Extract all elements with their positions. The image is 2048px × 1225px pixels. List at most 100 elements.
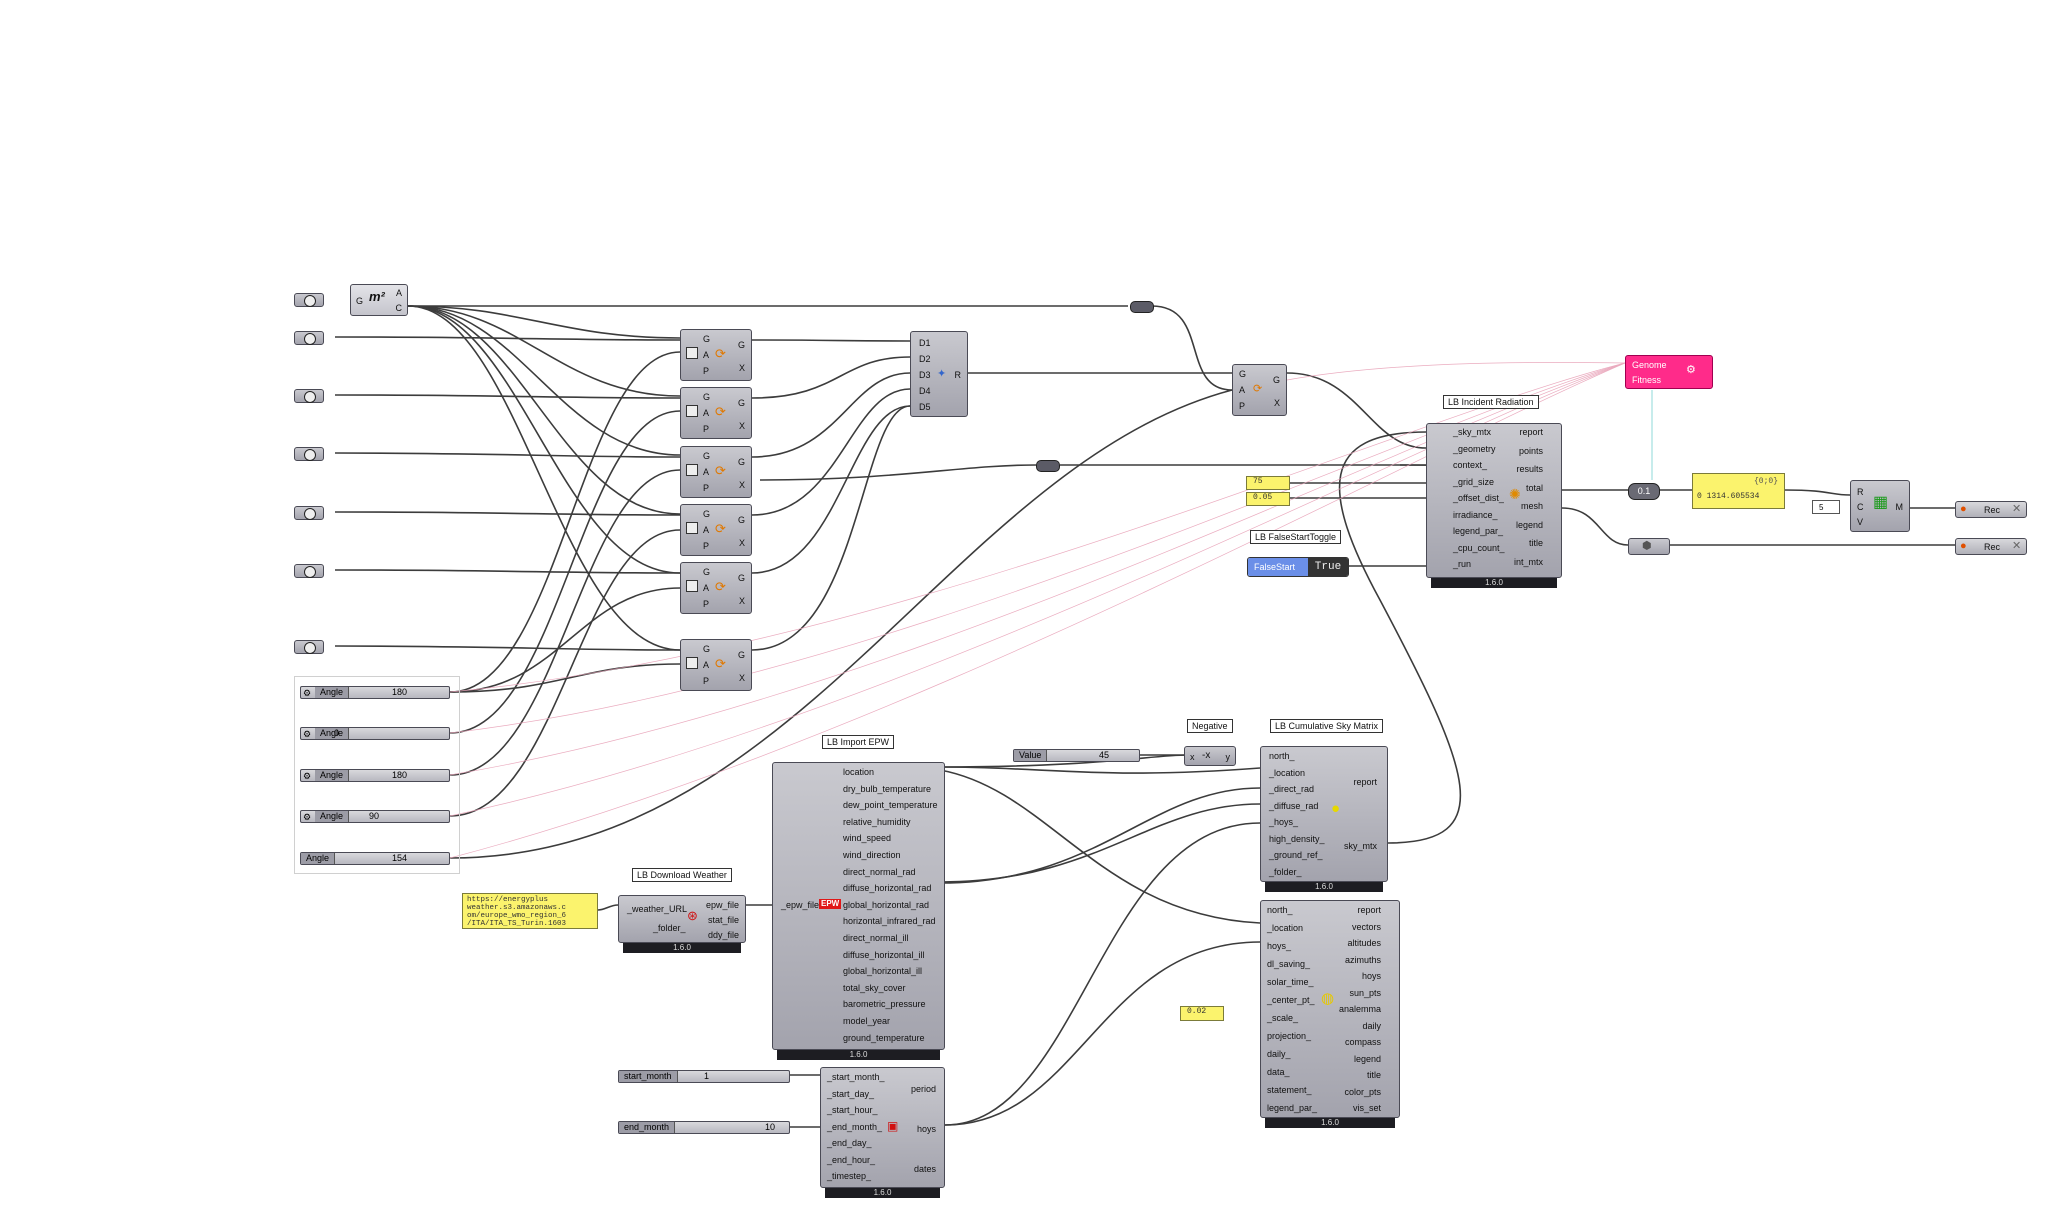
output-port: compass xyxy=(1344,1037,1381,1047)
merge-component[interactable]: D1 D2 D3 D4 D5 ✦ R xyxy=(910,331,968,417)
relay-node[interactable] xyxy=(1036,460,1060,472)
record-component[interactable]: ● Rec ✕ xyxy=(1955,538,2027,555)
count-panel[interactable]: 5 xyxy=(1812,500,1840,514)
false-start-toggle[interactable]: FalseStart True xyxy=(1247,557,1349,577)
area-component[interactable]: G m² A C xyxy=(350,284,408,316)
mesh-grid-component[interactable]: R C V ▦ M xyxy=(1850,480,1910,532)
scale-panel[interactable]: 0.02 xyxy=(1180,1006,1224,1021)
input-port: dl_saving_ xyxy=(1267,959,1311,969)
negative-component[interactable]: x -x y xyxy=(1184,746,1236,766)
rotate-input: P xyxy=(703,541,710,551)
brep-icon xyxy=(301,639,319,657)
close-icon[interactable]: ✕ xyxy=(2012,540,2022,552)
galapagos-component[interactable]: Genome Fitness ⚙ xyxy=(1625,355,1713,389)
rotate-output-g: G xyxy=(1272,375,1280,385)
output-port: color_pts xyxy=(1344,1086,1381,1097)
rotate-output-g: G xyxy=(737,650,745,660)
value-slider[interactable]: Value 45 xyxy=(1013,749,1140,762)
epw-icon: EPW xyxy=(819,899,842,909)
input-port: north_ xyxy=(1267,905,1293,915)
dw-input: _folder_ xyxy=(653,923,686,933)
rotate-output-g: G xyxy=(737,515,745,525)
input-port: dew_point_temperature xyxy=(843,800,938,811)
input-port: global_horizontal_rad xyxy=(843,899,930,910)
download-weather-component[interactable]: _weather_URL _folder_ ⊛ epw_file stat_fi… xyxy=(618,895,746,953)
output-port: daily xyxy=(1362,1020,1381,1031)
sky-matrix-component[interactable]: north__location_direct_rad_diffuse_rad_h… xyxy=(1260,746,1388,892)
rotate-output-x: X xyxy=(1273,398,1280,408)
dw-output: stat_file xyxy=(707,915,739,925)
offset-panel[interactable]: 0.05 xyxy=(1246,492,1290,506)
input-port: location xyxy=(843,767,875,777)
output-port: vis_set xyxy=(1352,1103,1381,1113)
negative-output: y xyxy=(1225,752,1231,762)
number-param[interactable]: 0.1 xyxy=(1628,483,1660,500)
input-port: statement_ xyxy=(1267,1085,1312,1095)
merge-input: D1 xyxy=(919,338,931,348)
brep-icon xyxy=(301,330,319,348)
rotate-output-g: G xyxy=(737,573,745,583)
brep-param[interactable] xyxy=(294,505,324,523)
rotate-input: A xyxy=(703,408,710,418)
mesh-input-v: V xyxy=(1857,517,1864,527)
input-port: projection_ xyxy=(1267,1031,1312,1041)
relay-node[interactable] xyxy=(1130,301,1154,313)
brep-param[interactable] xyxy=(294,388,324,406)
number-panel[interactable]: {0;0} 0 1314.605534 xyxy=(1692,473,1785,509)
record-component[interactable]: ● Rec ✕ xyxy=(1955,501,2027,518)
output-port: int_mtx xyxy=(1513,556,1543,567)
geometry-param[interactable]: ⬢ xyxy=(1628,538,1670,555)
input-port: _timestep_ xyxy=(827,1171,872,1181)
start-month-slider[interactable]: start_month 1 xyxy=(618,1070,790,1083)
gear-icon: ⚙ xyxy=(303,688,312,698)
checkbox-icon xyxy=(686,405,698,417)
record-icon: ● xyxy=(1960,540,1967,552)
area-input-g: G xyxy=(356,296,364,306)
toggle-label: FalseStart xyxy=(1248,558,1308,576)
rec-label: Rec xyxy=(1984,505,2001,515)
grid-size-panel[interactable]: 75 xyxy=(1246,476,1290,490)
input-port: _start_month_ xyxy=(827,1072,885,1082)
brep-param[interactable] xyxy=(294,563,324,581)
slider-value: 1 xyxy=(703,1071,709,1081)
url-panel[interactable]: https://energyplus weather.s3.amazonaws.… xyxy=(462,893,598,929)
brep-param[interactable] xyxy=(294,330,324,348)
close-icon[interactable]: ✕ xyxy=(2012,503,2022,515)
rotate-icon: ⟳ xyxy=(715,656,726,671)
end-month-slider[interactable]: end_month 10 xyxy=(618,1121,790,1134)
rotate-component-final[interactable]: G A P ⟳ G X xyxy=(1232,364,1287,416)
brep-param[interactable] xyxy=(294,292,324,310)
rotate-icon: ⟳ xyxy=(1253,383,1263,395)
rotate-input: P xyxy=(703,424,710,434)
slider-name: Angle xyxy=(315,728,350,739)
url-line: /ITA/ITA_TS_Turin.1603 xyxy=(467,920,567,928)
rotate-output-g: G xyxy=(737,340,745,350)
rotate-input: G xyxy=(703,334,711,344)
merge-output-r: R xyxy=(954,370,962,380)
brep-param[interactable] xyxy=(294,639,324,657)
input-port: daily_ xyxy=(1267,1049,1291,1059)
input-port: _offset_dist_ xyxy=(1453,493,1504,503)
output-port: report xyxy=(1519,427,1543,437)
brep-param[interactable] xyxy=(294,446,324,464)
rotate-icon: ⟳ xyxy=(715,463,726,478)
input-port: wind_direction xyxy=(843,850,901,860)
input-port: _start_day_ xyxy=(827,1088,875,1099)
analysis-period-component[interactable]: _start_month__start_day__start_hour__end… xyxy=(820,1067,945,1198)
input-port: irradiance_ xyxy=(1453,509,1498,520)
